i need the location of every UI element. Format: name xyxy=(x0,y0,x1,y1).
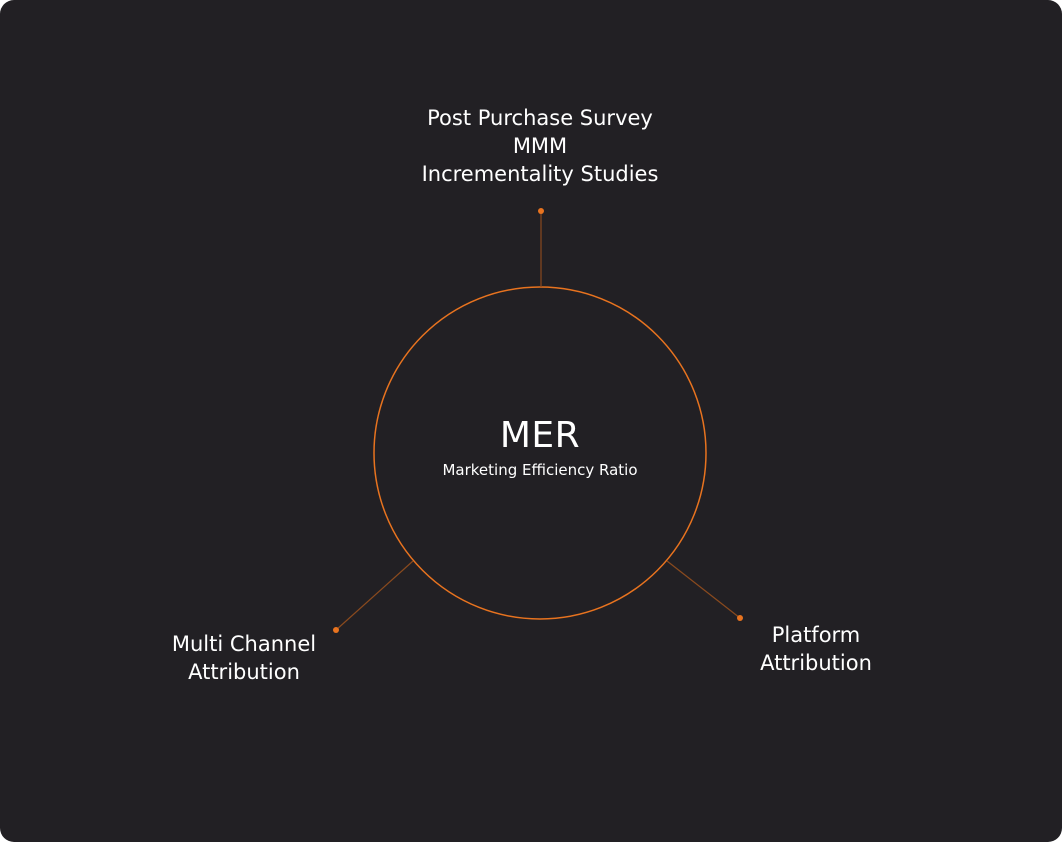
node-top-line-2: MMM xyxy=(512,134,568,158)
node-top-line-3: Incrementality Studies xyxy=(421,162,659,186)
node-right-line-2: Attribution xyxy=(760,651,872,675)
connector-dot-right xyxy=(737,615,743,621)
connector-dot-left xyxy=(333,627,339,633)
node-left-label: Multi Channel Attribution xyxy=(94,630,394,686)
node-right-line-1: Platform xyxy=(771,623,861,647)
node-top-label: Post Purchase Survey MMM Incrementality … xyxy=(340,104,740,188)
connector-line-left xyxy=(335,560,414,631)
center-subtitle: Marketing Efficiency Ratio xyxy=(442,461,638,479)
node-right-label: Platform Attribution xyxy=(666,621,966,677)
center-circle xyxy=(373,286,707,620)
connector-line-right xyxy=(666,560,741,619)
node-left-line-1: Multi Channel xyxy=(171,632,317,656)
center-label: MER Marketing Efficiency Ratio xyxy=(390,414,690,480)
connector-dot-top xyxy=(538,208,544,214)
center-title: MER xyxy=(499,415,581,456)
node-top-line-1: Post Purchase Survey xyxy=(427,106,653,130)
node-left-line-2: Attribution xyxy=(188,660,300,684)
